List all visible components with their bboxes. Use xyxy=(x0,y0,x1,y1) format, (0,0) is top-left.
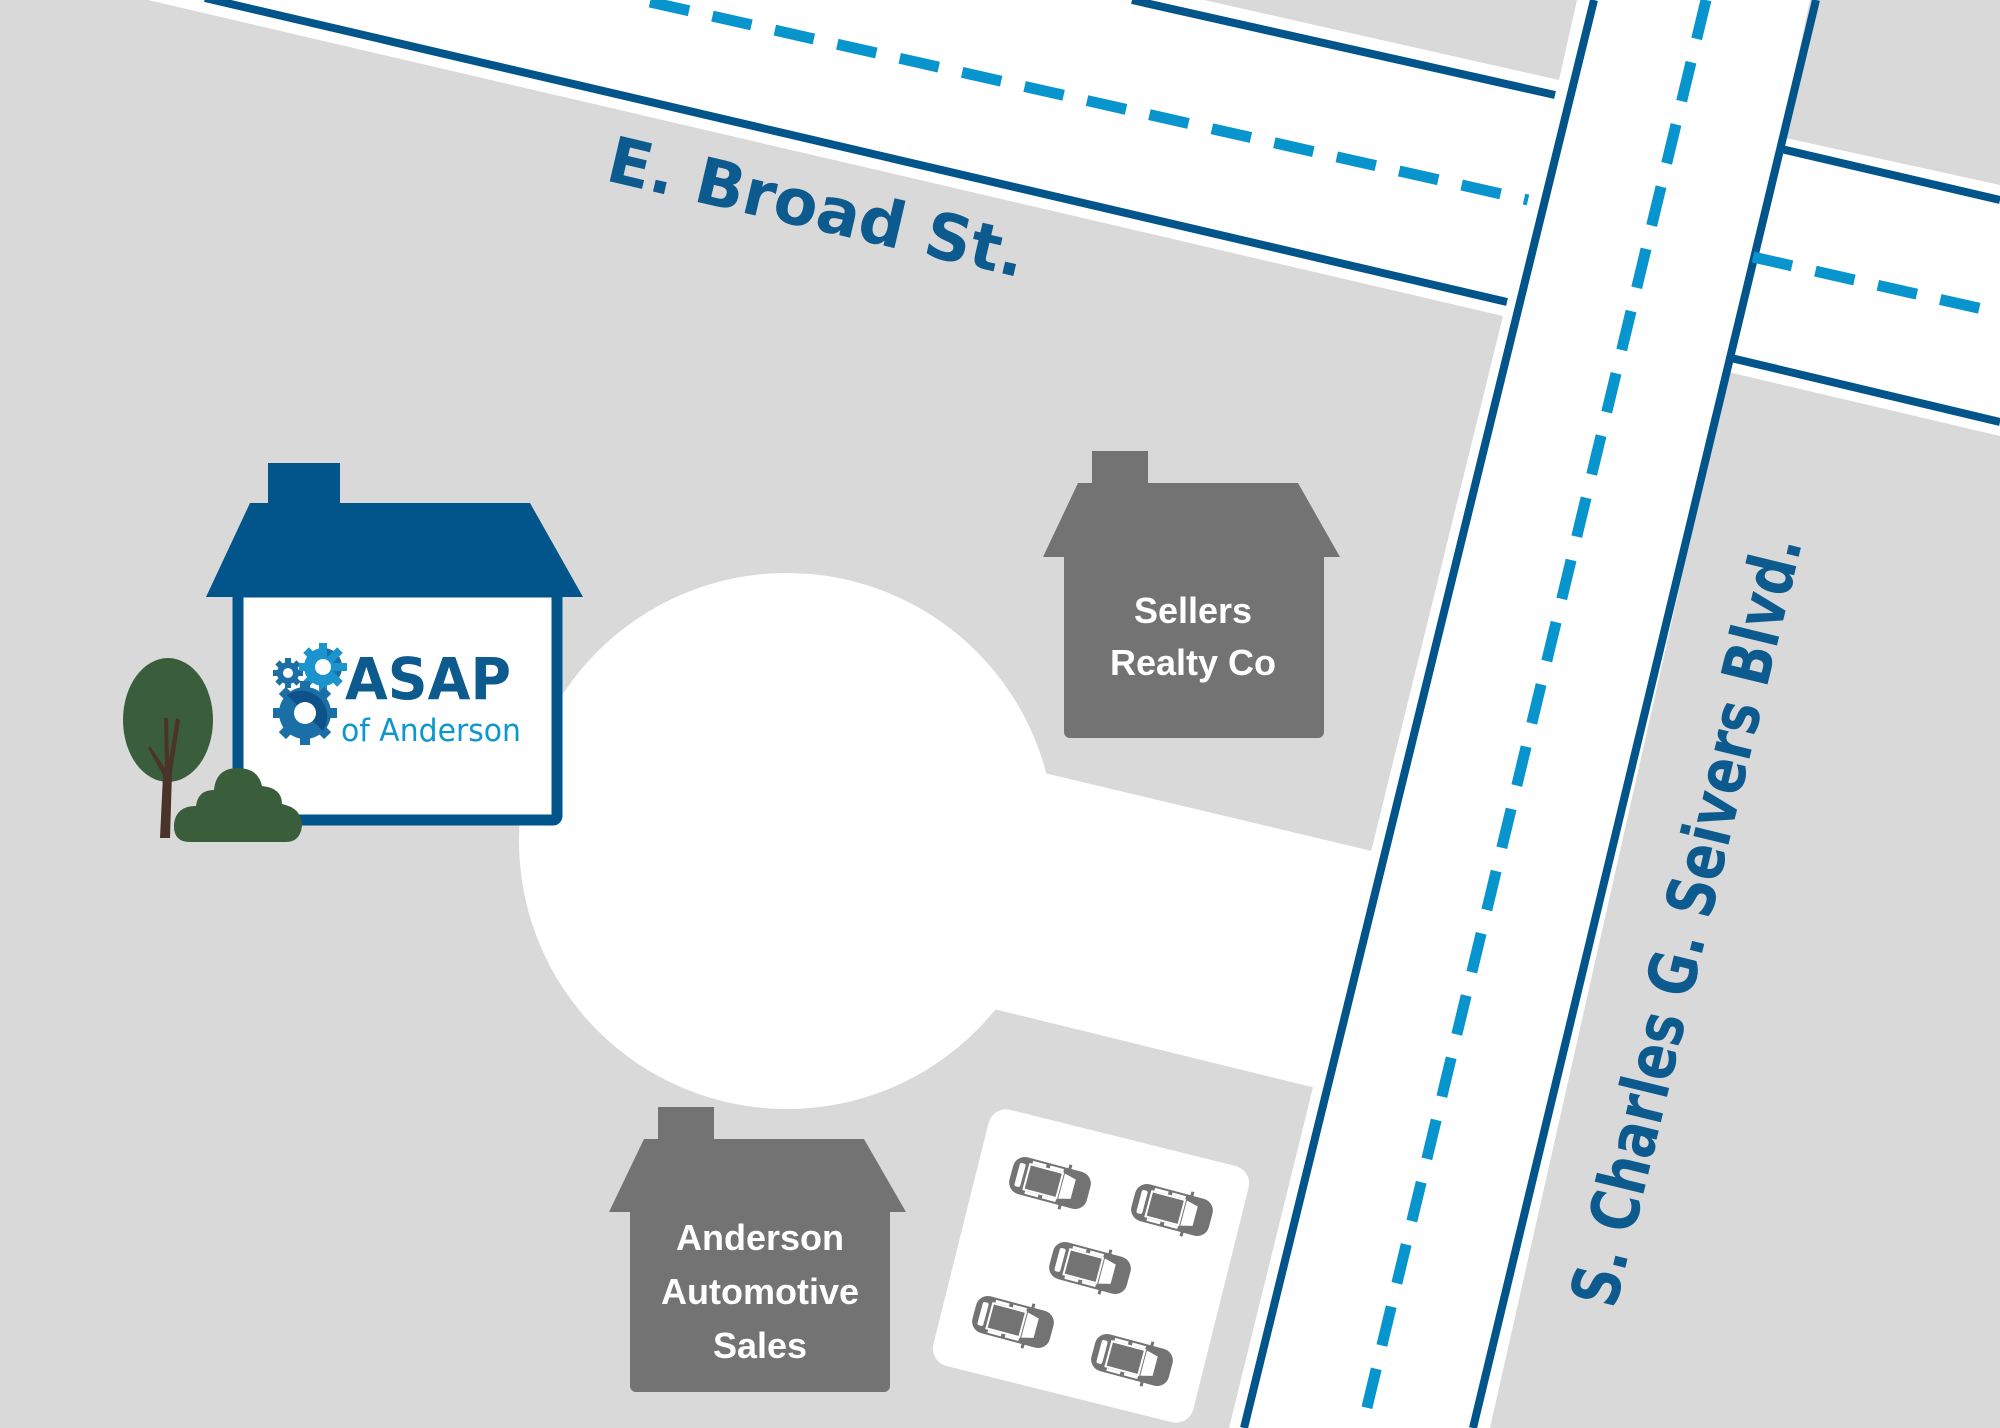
sellers-chimney xyxy=(1092,451,1148,485)
asap-roof xyxy=(206,503,583,597)
sellers-label-line1: Sellers xyxy=(1134,590,1252,631)
center-lines xyxy=(648,0,2000,1428)
land-block-top-right xyxy=(1781,0,2000,185)
car-icon xyxy=(1091,1333,1173,1387)
tree xyxy=(123,658,213,838)
seivers-blvd-center-dash xyxy=(1356,0,1712,1428)
asap-chimney xyxy=(268,463,340,505)
car-icon xyxy=(1049,1241,1131,1295)
anderson-automotive-building[interactable]: Anderson Automotive Sales xyxy=(609,1107,906,1392)
sellers-label-line2: Realty Co xyxy=(1110,642,1276,683)
cul-de-sac xyxy=(519,573,1055,1109)
car-icon xyxy=(972,1295,1054,1349)
sellers-realty-building[interactable]: Sellers Realty Co xyxy=(1043,451,1340,738)
tree-trunk xyxy=(148,718,180,838)
gear-small xyxy=(273,658,303,688)
broad-st-center-dash xyxy=(648,0,1530,206)
road-edges xyxy=(204,0,2000,1428)
gear-large xyxy=(273,681,337,745)
broad-st-east-south-edge xyxy=(1730,354,2000,426)
driveway xyxy=(990,772,1380,1090)
anderson-label-line3: Sales xyxy=(713,1325,807,1366)
seivers-blvd-west-edge xyxy=(1240,0,1598,1428)
anderson-label-line2: Automotive xyxy=(661,1271,859,1312)
broad-st-north-edge xyxy=(1131,0,1556,99)
logo-sub-text: of Anderson xyxy=(341,713,521,749)
gear-medium xyxy=(299,643,347,691)
broad-st-east-north-edge xyxy=(1776,144,2000,204)
land-block-bottom-right xyxy=(1490,372,2000,1428)
broad-st-south-edge xyxy=(204,0,1508,306)
sellers-roof xyxy=(1043,483,1340,557)
car-icon xyxy=(1131,1183,1213,1237)
seivers-blvd-east-edge xyxy=(1469,0,1820,1428)
asap-building[interactable]: ASAP of Anderson xyxy=(206,463,583,826)
logo-main-text: ASAP xyxy=(345,645,511,713)
anderson-body xyxy=(630,1205,890,1392)
land-block-top-middle xyxy=(1204,0,1577,80)
anderson-roof xyxy=(609,1139,906,1212)
sellers-body xyxy=(1064,550,1324,738)
anderson-label-line1: Anderson xyxy=(676,1217,844,1258)
broad-st-east-center-dash xyxy=(1751,251,2000,319)
bush xyxy=(173,768,302,842)
car-icon xyxy=(1009,1156,1091,1210)
anderson-chimney xyxy=(658,1107,714,1141)
gears-icon xyxy=(273,643,347,745)
parked-cars xyxy=(972,1156,1213,1387)
